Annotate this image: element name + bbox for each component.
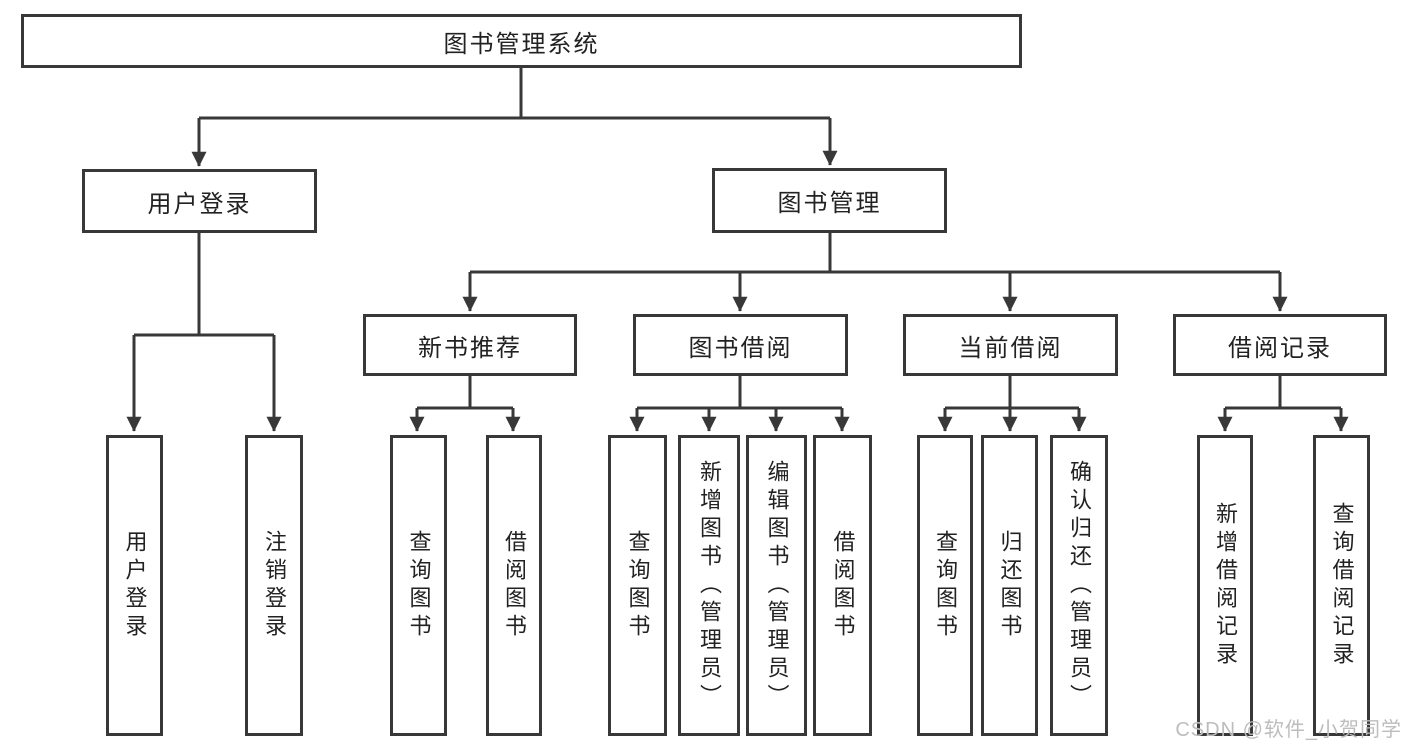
node-book-management: 图书管理: [712, 168, 947, 233]
leaf-add-borrow-record: 新增借阅记录: [1197, 435, 1253, 736]
node-book-borrowing: 图书借阅: [633, 314, 848, 376]
leaf-borrow-books-recommend: 借阅图书: [486, 435, 542, 736]
leaf-edit-books-admin: 编辑图书（管理员）: [746, 435, 807, 736]
tree-arrow-lines: [126, 118, 1349, 432]
leaf-query-books-current: 查询图书: [917, 435, 973, 736]
leaf-query-books-recommend: 查询图书: [390, 435, 447, 736]
leaf-borrow-books: 借阅图书: [813, 435, 872, 736]
leaf-confirm-return-admin: 确认归还（管理员）: [1050, 435, 1108, 736]
tree-trunk-lines: [134, 68, 1341, 410]
leaf-query-borrow-record: 查询借阅记录: [1313, 435, 1370, 736]
node-borrow-records: 借阅记录: [1173, 314, 1387, 376]
leaf-logout: 注销登录: [245, 435, 303, 736]
node-user-login: 用户登录: [82, 169, 317, 233]
leaf-add-books-admin: 新增图书（管理员）: [678, 435, 740, 736]
leaf-user-login: 用户登录: [106, 435, 163, 736]
csdn-watermark: CSDN @软件_小贺同学: [1175, 719, 1402, 741]
leaf-return-books: 归还图书: [981, 435, 1038, 736]
node-current-borrowing: 当前借阅: [903, 314, 1118, 376]
leaf-query-books-borrowing: 查询图书: [608, 435, 667, 736]
node-root-library-system: 图书管理系统: [21, 14, 1022, 68]
node-new-book-recommendation: 新书推荐: [363, 314, 577, 376]
